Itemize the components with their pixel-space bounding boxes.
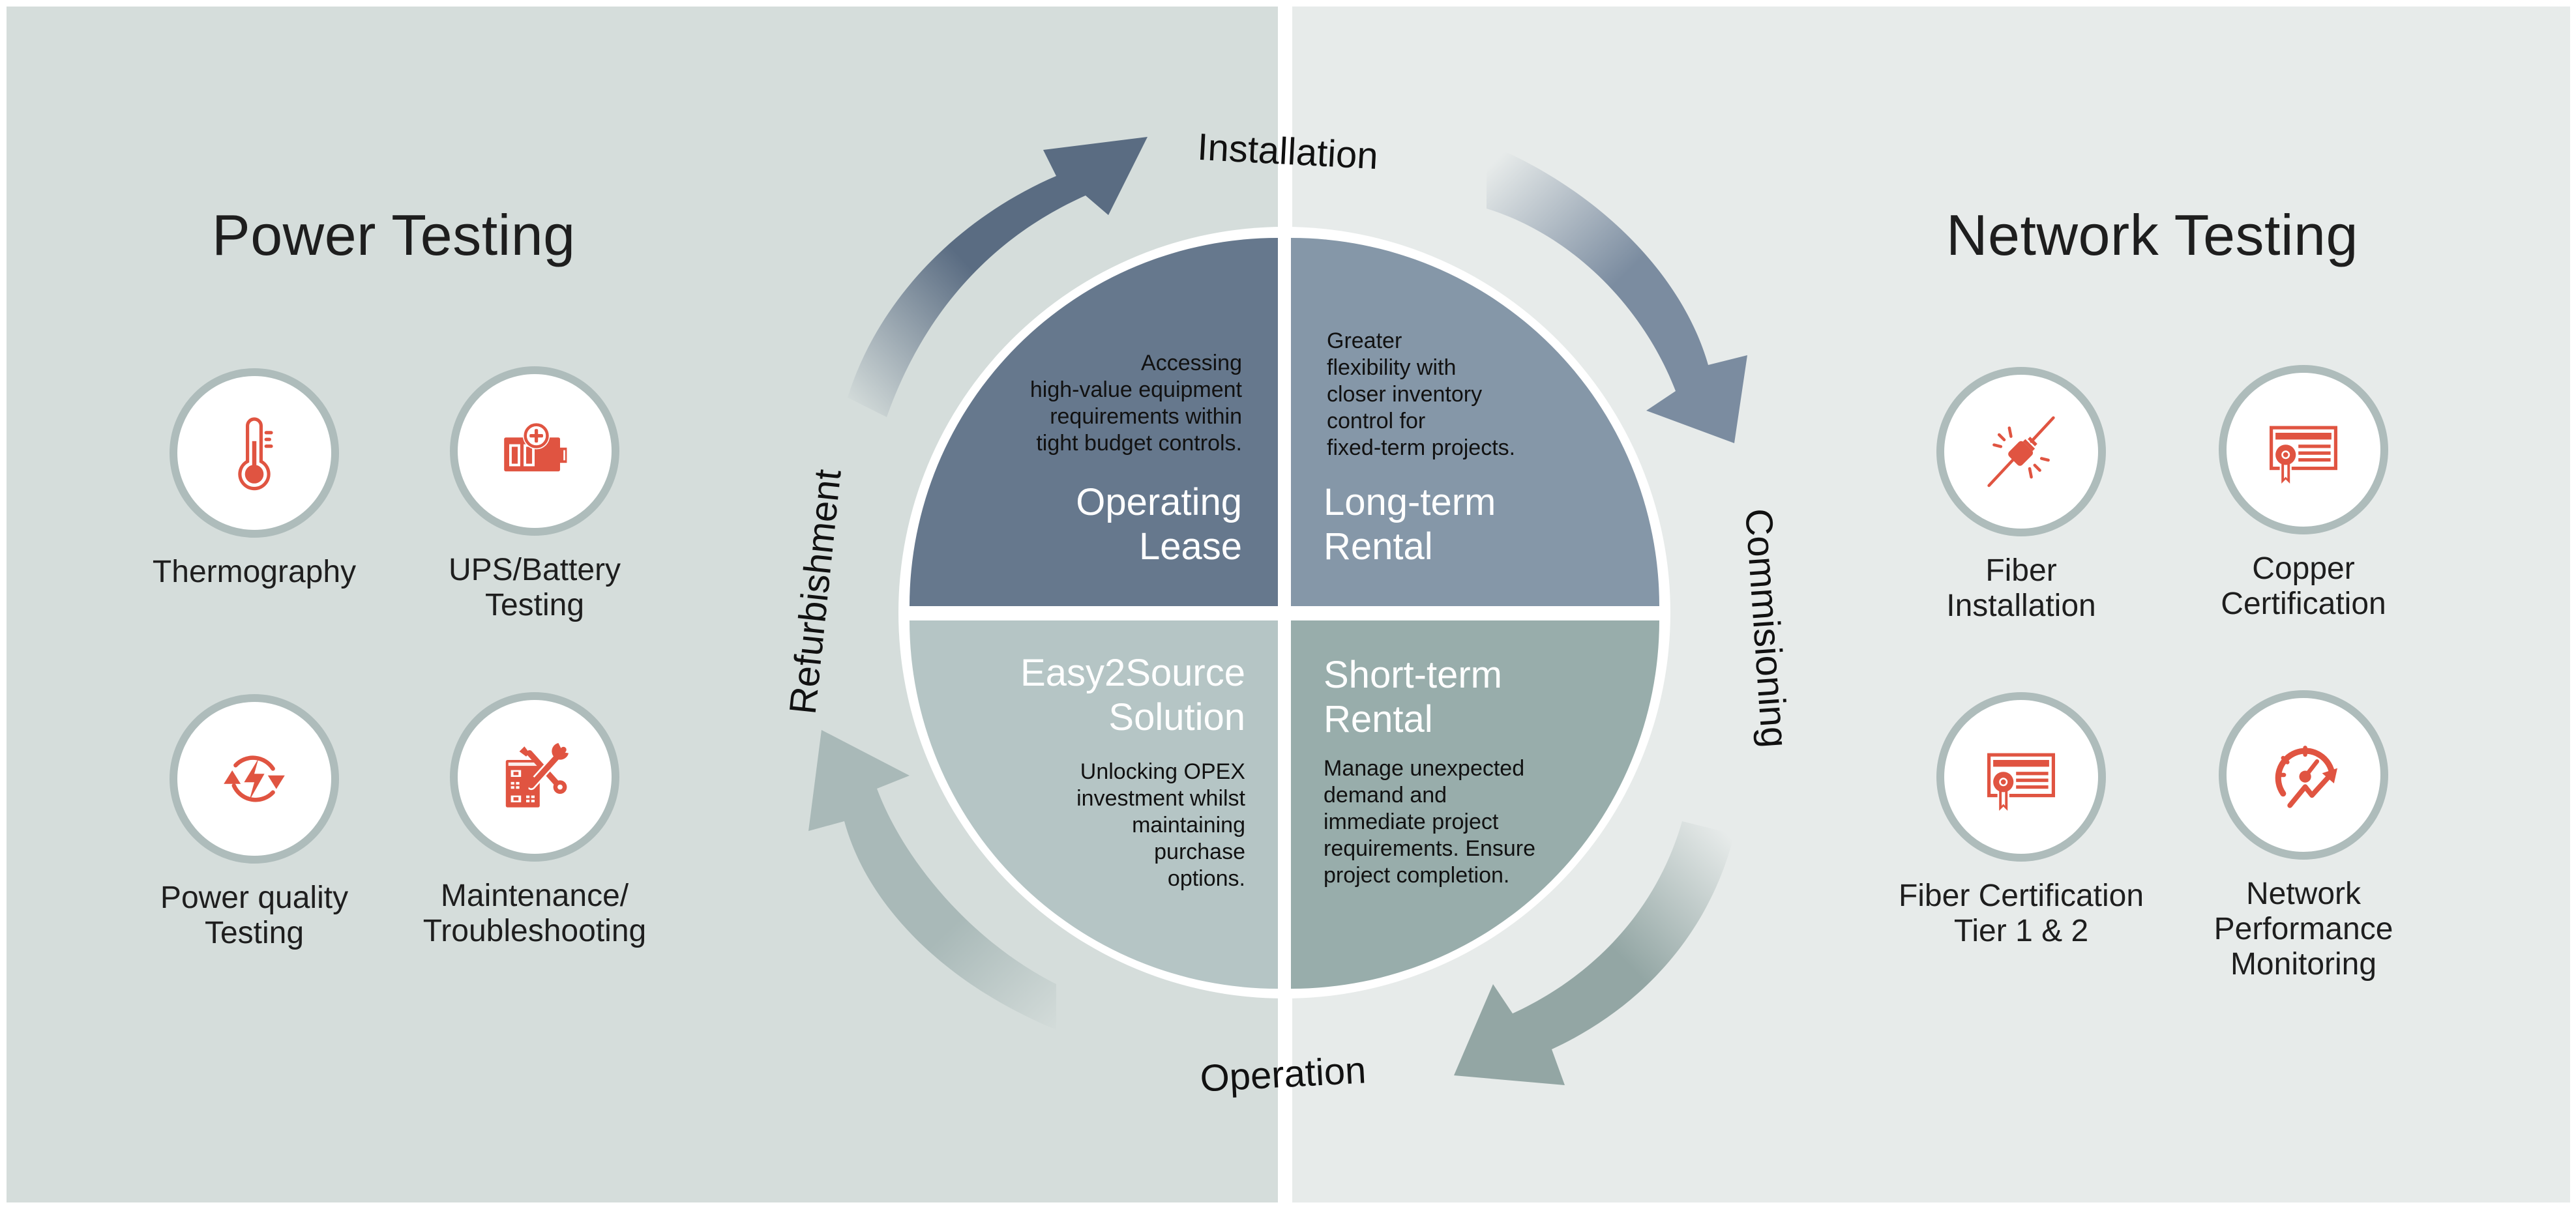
tile-label: Thermography <box>152 555 357 589</box>
tile-network-performance-monitoring: Network Performance Monitoring <box>2163 690 2444 982</box>
power-testing-title: Power Testing <box>212 203 576 267</box>
tile-thermography: Thermography <box>114 368 394 590</box>
tile-copper-certification: Copper Certification <box>2163 365 2444 622</box>
icon-ring <box>2219 365 2388 534</box>
tile-label: Fiber Installation <box>1946 553 2096 623</box>
icon-ring <box>1936 367 2106 536</box>
certificate-icon <box>1987 753 2055 811</box>
tile-label: Copper Certification <box>2221 551 2386 621</box>
icon-ring <box>450 692 619 862</box>
icon-ring <box>450 366 619 536</box>
tile-label: Power quality Testing <box>160 881 349 950</box>
tile-label: Maintenance/ Troubleshooting <box>422 879 647 948</box>
tile-label: Network Performance Monitoring <box>2213 877 2393 982</box>
icon-ring <box>1936 692 2106 862</box>
tile-label: UPS/Battery Testing <box>448 553 621 622</box>
icon-ring <box>2219 690 2388 860</box>
tile-fiber-certification: Fiber Certification Tier 1 & 2 <box>1881 692 2161 949</box>
server-wrench-icon <box>505 743 569 808</box>
icon-ring <box>170 694 339 864</box>
tile-fiber-installation: Fiber Installation <box>1881 367 2161 624</box>
battery-plus-icon <box>504 422 567 472</box>
tile-power-quality-testing: Power quality Testing <box>114 694 394 951</box>
tile-label: Fiber Certification Tier 1 & 2 <box>1898 879 2144 948</box>
thermometer-icon <box>238 417 273 491</box>
network-testing-title: Network Testing <box>1946 203 2358 267</box>
speedometer-trend-icon <box>2275 746 2337 808</box>
certificate-icon <box>2270 426 2337 484</box>
icon-ring <box>170 368 339 538</box>
tile-maintenance-troubleshooting: Maintenance/ Troubleshooting <box>394 692 675 949</box>
tile-ups-battery-testing: UPS/Battery Testing <box>394 366 675 623</box>
power-cycle-icon <box>224 755 285 802</box>
fiber-connector-icon <box>1987 416 2055 488</box>
